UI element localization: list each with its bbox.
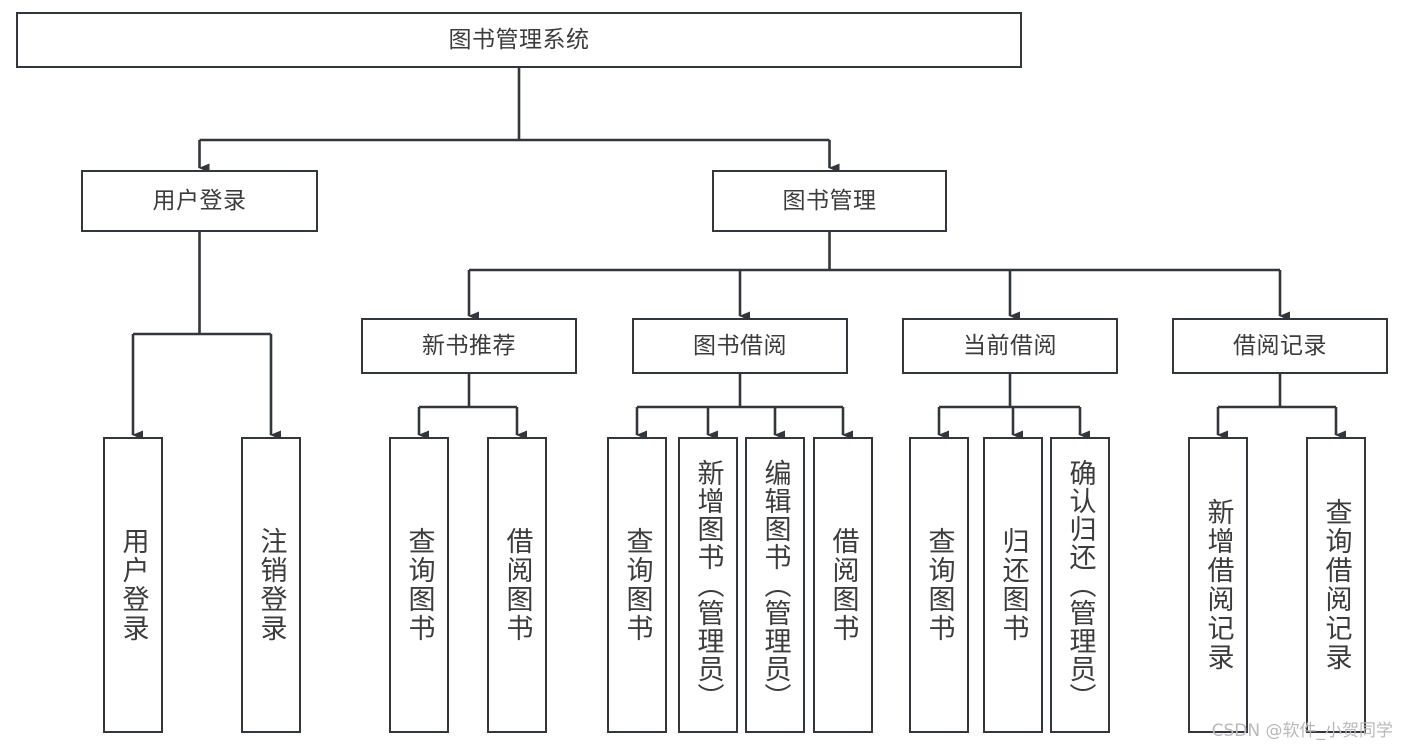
node-book-manage[interactable]: 图书管理 xyxy=(712,170,947,232)
node-label: 查询借阅记录 xyxy=(1320,498,1352,672)
node-book-borrow[interactable]: 图书借阅 xyxy=(632,318,848,374)
node-label: 借阅图书 xyxy=(827,527,859,643)
node-new-book-recommend[interactable]: 新书推荐 xyxy=(361,318,577,374)
node-label: 图书借阅 xyxy=(693,332,787,359)
node-leaf-return-book[interactable]: 归还图书 xyxy=(983,437,1043,733)
node-leaf-borrow-book-1[interactable]: 借阅图书 xyxy=(487,437,547,733)
node-label: 图书管理 xyxy=(782,187,877,214)
node-label: 注销登录 xyxy=(255,527,287,643)
watermark-label: CSDN @软件_小贺同学 xyxy=(1211,721,1393,741)
node-leaf-edit-book[interactable]: 编辑图书（管理员） xyxy=(745,437,805,733)
node-leaf-query-book-3[interactable]: 查询图书 xyxy=(909,437,969,733)
node-label: 编辑图书（管理员） xyxy=(759,459,791,711)
node-leaf-add-record[interactable]: 新增借阅记录 xyxy=(1188,437,1248,733)
node-borrow-record[interactable]: 借阅记录 xyxy=(1172,318,1388,374)
node-leaf-add-book[interactable]: 新增图书（管理员） xyxy=(678,437,738,733)
node-label: 借阅记录 xyxy=(1233,332,1327,359)
node-label: 查询图书 xyxy=(621,527,653,643)
node-label: 用户登录 xyxy=(117,527,149,643)
node-leaf-query-record[interactable]: 查询借阅记录 xyxy=(1306,437,1366,733)
node-leaf-confirm-return[interactable]: 确认归还（管理员） xyxy=(1050,437,1110,733)
node-label: 新书推荐 xyxy=(422,332,516,359)
node-leaf-query-book-1[interactable]: 查询图书 xyxy=(389,437,449,733)
node-current-borrow[interactable]: 当前借阅 xyxy=(902,318,1118,374)
node-leaf-borrow-book-2[interactable]: 借阅图书 xyxy=(813,437,873,733)
node-leaf-user-login[interactable]: 用户登录 xyxy=(103,437,163,733)
node-root[interactable]: 图书管理系统 xyxy=(16,12,1022,68)
node-label: 当前借阅 xyxy=(963,332,1057,359)
node-user-login[interactable]: 用户登录 xyxy=(81,170,318,232)
node-label: 图书管理系统 xyxy=(448,26,590,53)
node-label: 用户登录 xyxy=(152,187,247,214)
node-label: 新增借阅记录 xyxy=(1202,498,1234,672)
node-leaf-query-book-2[interactable]: 查询图书 xyxy=(607,437,667,733)
node-label: 查询图书 xyxy=(403,527,435,643)
node-label: 确认归还（管理员） xyxy=(1064,459,1096,711)
node-label: 借阅图书 xyxy=(501,527,533,643)
node-label: 查询图书 xyxy=(923,527,955,643)
node-label: 归还图书 xyxy=(997,527,1029,643)
node-label: 新增图书（管理员） xyxy=(692,459,724,711)
node-leaf-logout[interactable]: 注销登录 xyxy=(241,437,301,733)
